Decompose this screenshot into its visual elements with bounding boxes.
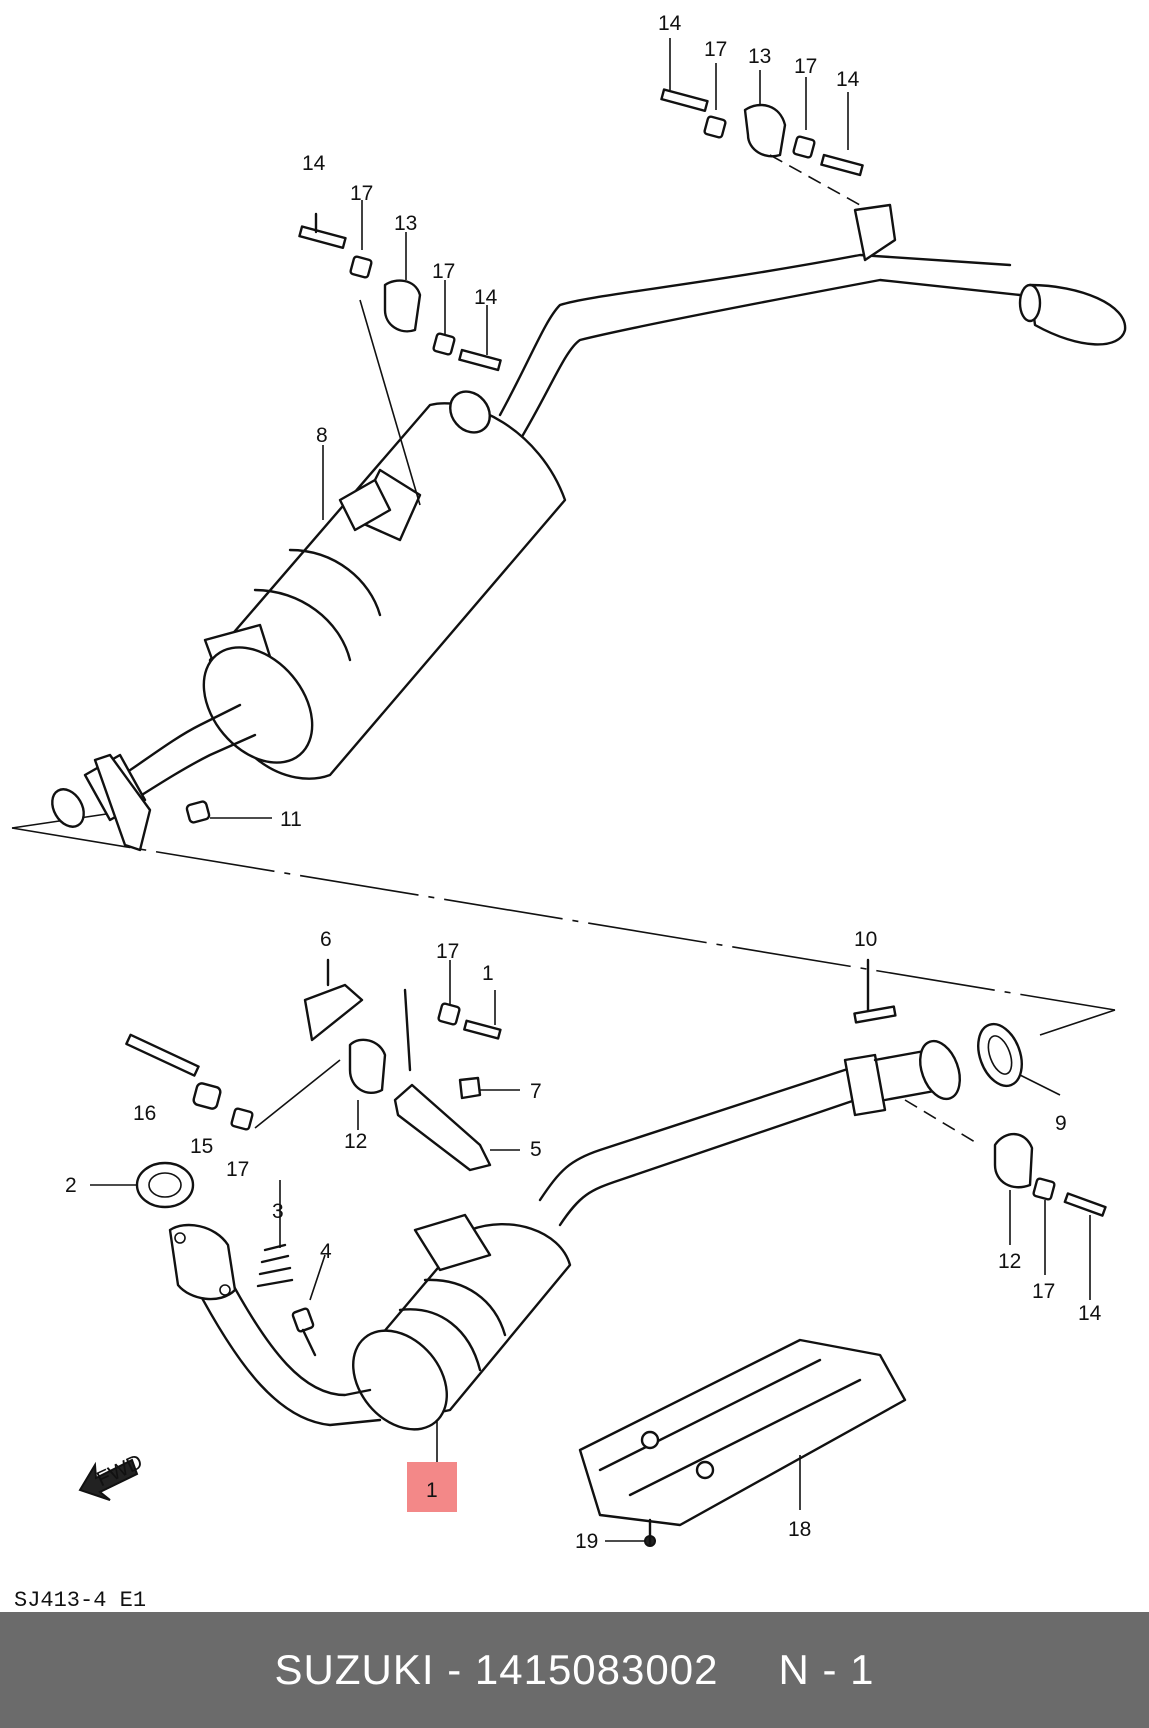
muffler-hanger-bracket [338,468,422,542]
hanger-set-upper-right [660,88,897,262]
inlet-pipe-with-flange [51,703,257,852]
front-pipe-with-flange [168,1223,382,1427]
callout-3: 3 [272,1200,284,1223]
part-1-highlight [407,1462,457,1512]
gasket-2 [90,1161,195,1209]
bolt-10 [853,958,897,1024]
spring-bolt-3 [256,1180,294,1288]
exhaust-system-diagram: FWD 14 17 13 17 14 14 17 13 17 14 8 11 [11,12,1127,1612]
callout-15: 15 [190,1135,213,1158]
part-number: 1415083002 [474,1646,719,1693]
callout-14-e: 14 [1078,1302,1102,1325]
heat-shield-18 [578,1338,907,1527]
part-info-footer: SUZUKI - 1415083002 N - 1 [0,1612,1149,1728]
callout-6: 6 [320,928,332,951]
callout-18: 18 [788,1518,811,1541]
fwd-label: FWD [93,1450,146,1491]
callout-7: 7 [530,1080,542,1103]
callout-17-g: 17 [1032,1280,1055,1303]
callout-13-b: 13 [394,212,417,235]
callout-14-a: 14 [658,12,682,35]
collar-17-and-bolt [437,1002,502,1040]
callout-16: 16 [133,1102,156,1125]
callout-17-c: 17 [350,182,373,205]
callout-17-d: 17 [432,260,455,283]
callout-numbers: 14 17 13 17 14 14 17 13 17 14 8 11 6 17 … [65,12,1102,1553]
callout-9: 9 [1055,1112,1067,1135]
callout-11: 11 [280,808,302,831]
callout-14-d: 14 [474,286,498,309]
hanger-12-upper [348,988,412,1094]
callout-13-a: 13 [748,45,771,68]
callout-1-highlighted: 1 [426,1479,438,1502]
callout-1-top: 1 [482,962,494,985]
hanger-set-lower-right [904,1099,1107,1217]
gasket-9 [977,1022,1061,1096]
catalytic-converter [352,1213,572,1431]
bolt-16-spacer-15-collar-17 [125,1033,341,1131]
hanger-set-upper-left [298,212,502,506]
callout-17-f: 17 [226,1158,249,1181]
callout-5: 5 [530,1138,542,1161]
callout-19: 19 [575,1530,598,1553]
quantity: N - 1 [778,1646,875,1693]
muffler-body [202,390,567,780]
tail-pipe [498,253,1127,442]
callout-8: 8 [316,424,328,447]
nut-7 [458,1076,520,1100]
center-pipe [538,1039,961,1227]
callout-14-b: 14 [836,68,860,91]
brand-name: SUZUKI [274,1646,435,1693]
callout-14-c: 14 [302,152,326,175]
callout-17-a: 17 [704,38,727,61]
callout-leaders [322,38,1091,1300]
assembly-divider-line [11,811,1116,1036]
bracket-6 [303,958,364,1042]
callout-2: 2 [65,1174,77,1197]
diagram-code: SJ413-4 E1 [14,1588,146,1612]
bracket-5 [393,1083,520,1172]
callout-4: 4 [320,1240,332,1263]
bolt-19 [605,1518,656,1547]
nut-4 [291,1254,326,1357]
callout-12-b: 12 [998,1250,1021,1273]
fwd-arrow: FWD [78,1450,146,1501]
nut-11 [185,800,272,824]
brand-separator: - [447,1646,463,1693]
callout-12-a: 12 [344,1130,367,1153]
callout-17-e: 17 [436,940,459,963]
callout-17-b: 17 [794,55,817,78]
callout-10: 10 [854,928,877,951]
